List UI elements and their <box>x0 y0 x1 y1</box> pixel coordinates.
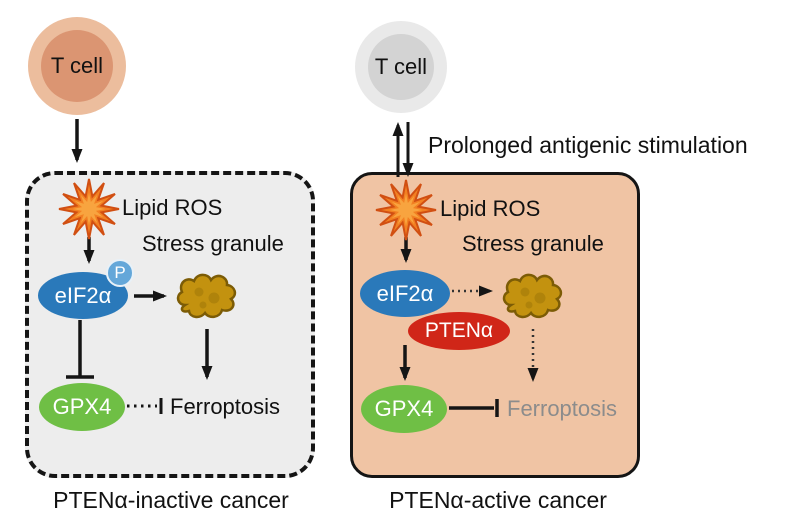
t-cell-right: T cell <box>355 21 447 113</box>
caption-right: PTENα-active cancer <box>389 487 607 513</box>
stress-granule-label-left: Stress granule <box>142 231 284 256</box>
eif2a-label-right: eIF2α <box>376 280 434 306</box>
eif2a-label-left: eIF2α <box>54 282 112 308</box>
t-cell-right-nucleus <box>368 34 434 100</box>
t-cell-right-label: T cell <box>374 54 428 79</box>
lipid-ros-starburst-icon-left <box>58 178 120 240</box>
ptena-label: PTENα <box>424 319 494 342</box>
phospho-label: P <box>114 263 126 282</box>
stimulation-label: Prolonged antigenic stimulation <box>428 132 748 158</box>
lipid-ros-label-left: Lipid ROS <box>122 195 223 220</box>
gpx4-node-left: GPX4 <box>39 383 125 431</box>
stress-granule-blob-icon-right <box>502 273 563 319</box>
stress-granule-label-right: Stress granule <box>462 231 604 256</box>
ferroptosis-label-left: Ferroptosis <box>170 394 281 419</box>
gpx4-label-left: GPX4 <box>52 394 112 419</box>
gpx4-label-right: GPX4 <box>374 396 434 421</box>
stress-granule-blob-icon-left <box>176 273 237 319</box>
lipid-ros-label-right: Lipid ROS <box>440 196 541 221</box>
t-cell-left-label: T cell <box>50 53 104 78</box>
eif2a-node-right: eIF2α <box>360 270 450 317</box>
t-cell-left-nucleus <box>41 30 113 102</box>
phospho-badge: P <box>106 259 134 287</box>
ferroptosis-label-right: Ferroptosis <box>507 396 618 421</box>
lipid-ros-starburst-icon-right <box>375 179 437 241</box>
caption-left: PTENα-inactive cancer <box>53 487 289 513</box>
ptena-node: PTENα <box>408 312 510 350</box>
gpx4-node-right: GPX4 <box>361 385 447 433</box>
t-cell-left: T cell <box>28 17 126 115</box>
